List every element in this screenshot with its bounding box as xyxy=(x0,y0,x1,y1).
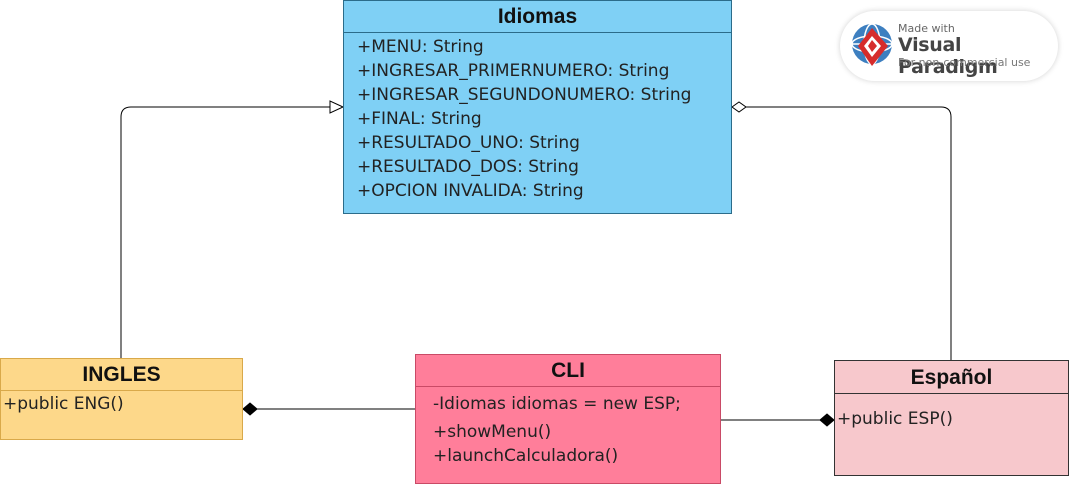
operation-list: +showMenu() +launchCalculadora() xyxy=(416,416,720,468)
operation: +launchCalculadora() xyxy=(433,446,619,466)
operation-list: +public ESP() xyxy=(835,394,1068,431)
attribute: +INGRESAR_PRIMERNUMERO: String xyxy=(357,61,670,81)
composition-diamond-espanol xyxy=(819,413,835,427)
class-ingles[interactable]: INGLES +public ENG() xyxy=(0,358,243,440)
watermark-license: For non-commercial use xyxy=(898,56,1031,69)
composition-diamond-ingles xyxy=(242,402,258,416)
attribute: -Idiomas idiomas = new ESP; xyxy=(433,394,681,414)
attribute: +MENU: String xyxy=(357,37,484,57)
class-name: CLI xyxy=(416,355,720,387)
attribute-list: +MENU: String +INGRESAR_PRIMERNUMERO: St… xyxy=(344,33,731,203)
attribute-list: -Idiomas idiomas = new ESP; xyxy=(416,387,720,416)
operation: +public ENG() xyxy=(3,394,124,414)
class-name: Idiomas xyxy=(344,1,731,33)
class-name: INGLES xyxy=(1,359,242,391)
attribute: +RESULTADO_DOS: String xyxy=(357,157,579,177)
attribute: +INGRESAR_SEGUNDONUMERO: String xyxy=(357,85,692,105)
visual-paradigm-watermark: Made with Visual Paradigm For non-commer… xyxy=(840,11,1058,81)
class-name: Español xyxy=(835,361,1068,394)
generalization-ingles-idiomas[interactable] xyxy=(120,106,330,358)
class-idiomas[interactable]: Idiomas +MENU: String +INGRESAR_PRIMERNU… xyxy=(343,0,732,214)
visual-paradigm-logo-icon xyxy=(851,23,893,66)
class-cli[interactable]: CLI -Idiomas idiomas = new ESP; +showMen… xyxy=(415,354,721,484)
operation: +public ESP() xyxy=(837,409,953,429)
attribute: +RESULTADO_UNO: String xyxy=(357,133,580,153)
watermark-made-with: Made with xyxy=(898,22,955,35)
attribute: +FINAL: String xyxy=(357,109,482,129)
aggregation-diamond xyxy=(731,101,747,113)
operation: +showMenu() xyxy=(433,422,552,442)
aggregation-espanol-idiomas[interactable] xyxy=(746,106,952,360)
generalization-arrowhead xyxy=(329,100,345,114)
watermark-brand: Visual Paradigm xyxy=(898,34,998,78)
operation-list: +public ENG() xyxy=(1,391,242,416)
attribute: +OPCION INVALIDA: String xyxy=(357,181,584,201)
class-espanol[interactable]: Español +public ESP() xyxy=(834,360,1069,476)
